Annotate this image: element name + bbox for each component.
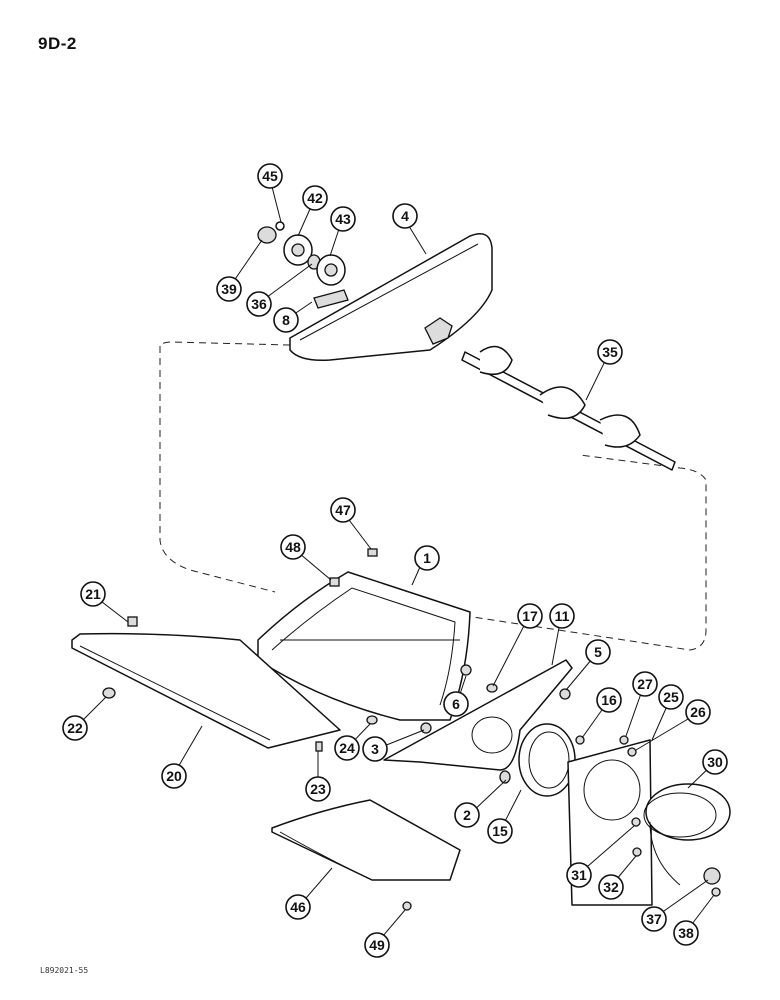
callout-5: 5 bbox=[585, 639, 611, 665]
callout-32: 32 bbox=[598, 874, 624, 900]
callout-47: 47 bbox=[330, 497, 356, 523]
callout-11: 11 bbox=[549, 603, 575, 629]
callout-label-24: 24 bbox=[339, 740, 355, 756]
callout-label-42: 42 bbox=[307, 190, 323, 206]
callout-label-48: 48 bbox=[285, 539, 301, 555]
callout-6: 6 bbox=[443, 691, 469, 717]
callout-label-46: 46 bbox=[290, 899, 306, 915]
callout-45: 45 bbox=[257, 163, 283, 189]
callout-label-31: 31 bbox=[571, 867, 587, 883]
bottom-sheet bbox=[271, 799, 461, 881]
callout-label-1: 1 bbox=[423, 550, 431, 566]
callout-label-8: 8 bbox=[282, 312, 290, 328]
callout-22: 22 bbox=[62, 715, 88, 741]
callout-4: 4 bbox=[392, 203, 418, 229]
callout-label-22: 22 bbox=[67, 720, 83, 736]
bearing-housing bbox=[567, 739, 653, 906]
callout-label-11: 11 bbox=[555, 608, 570, 624]
callout-2: 2 bbox=[454, 802, 480, 828]
callout-27: 27 bbox=[632, 671, 658, 697]
assembly-boundary bbox=[159, 341, 707, 651]
callout-35: 35 bbox=[597, 339, 623, 365]
callout-21: 21 bbox=[80, 581, 106, 607]
callout-24: 24 bbox=[334, 735, 360, 761]
callout-label-49: 49 bbox=[369, 937, 385, 953]
callout-15: 15 bbox=[487, 818, 513, 844]
callout-16: 16 bbox=[596, 687, 622, 713]
callout-label-16: 16 bbox=[601, 692, 617, 708]
callout-25: 25 bbox=[658, 684, 684, 710]
figure-code: L892021-55 bbox=[40, 966, 89, 975]
callout-label-4: 4 bbox=[401, 208, 409, 224]
page-number: 9D-2 bbox=[38, 34, 77, 53]
callout-label-6: 6 bbox=[452, 696, 460, 712]
callout-1: 1 bbox=[414, 545, 440, 571]
callout-label-20: 20 bbox=[166, 768, 182, 784]
auger bbox=[461, 345, 676, 471]
callout-label-26: 26 bbox=[690, 704, 706, 720]
side-sheet bbox=[71, 632, 341, 749]
callout-label-27: 27 bbox=[637, 676, 653, 692]
callout-label-15: 15 bbox=[492, 823, 508, 839]
callout-label-36: 36 bbox=[251, 296, 267, 312]
hopper-frame bbox=[257, 571, 471, 721]
callout-43: 43 bbox=[330, 206, 356, 232]
callout-17: 17 bbox=[517, 603, 543, 629]
callout-20: 20 bbox=[161, 763, 187, 789]
callout-label-17: 17 bbox=[522, 608, 538, 624]
callout-36: 36 bbox=[246, 291, 272, 317]
callout-48: 48 bbox=[280, 534, 306, 560]
callout-8: 8 bbox=[273, 307, 299, 333]
callout-3: 3 bbox=[362, 736, 388, 762]
callout-label-23: 23 bbox=[310, 781, 326, 797]
callout-label-2: 2 bbox=[463, 807, 471, 823]
callout-label-30: 30 bbox=[707, 754, 723, 770]
end-plate bbox=[383, 659, 573, 771]
callout-38: 38 bbox=[673, 920, 699, 946]
callout-label-37: 37 bbox=[646, 911, 662, 927]
callout-37: 37 bbox=[641, 906, 667, 932]
callout-46: 46 bbox=[285, 894, 311, 920]
seal-ring bbox=[518, 723, 576, 797]
callout-label-5: 5 bbox=[594, 644, 602, 660]
callout-label-35: 35 bbox=[602, 344, 618, 360]
callout-31: 31 bbox=[566, 862, 592, 888]
callout-label-21: 21 bbox=[85, 586, 101, 602]
callout-label-43: 43 bbox=[335, 211, 351, 227]
callout-label-3: 3 bbox=[371, 741, 379, 757]
callout-label-25: 25 bbox=[663, 689, 679, 705]
band bbox=[643, 783, 731, 886]
callout-49: 49 bbox=[364, 932, 390, 958]
callout-42: 42 bbox=[302, 185, 328, 211]
callout-label-32: 32 bbox=[603, 879, 619, 895]
callout-label-39: 39 bbox=[221, 281, 237, 297]
callout-26: 26 bbox=[685, 699, 711, 725]
callout-39: 39 bbox=[216, 276, 242, 302]
bearing-stack bbox=[257, 221, 349, 309]
upper-support-plate bbox=[289, 233, 493, 362]
callout-label-47: 47 bbox=[335, 502, 351, 518]
callout-23: 23 bbox=[305, 776, 331, 802]
callout-30: 30 bbox=[702, 749, 728, 775]
callout-label-45: 45 bbox=[262, 168, 278, 184]
callout-label-38: 38 bbox=[678, 925, 694, 941]
